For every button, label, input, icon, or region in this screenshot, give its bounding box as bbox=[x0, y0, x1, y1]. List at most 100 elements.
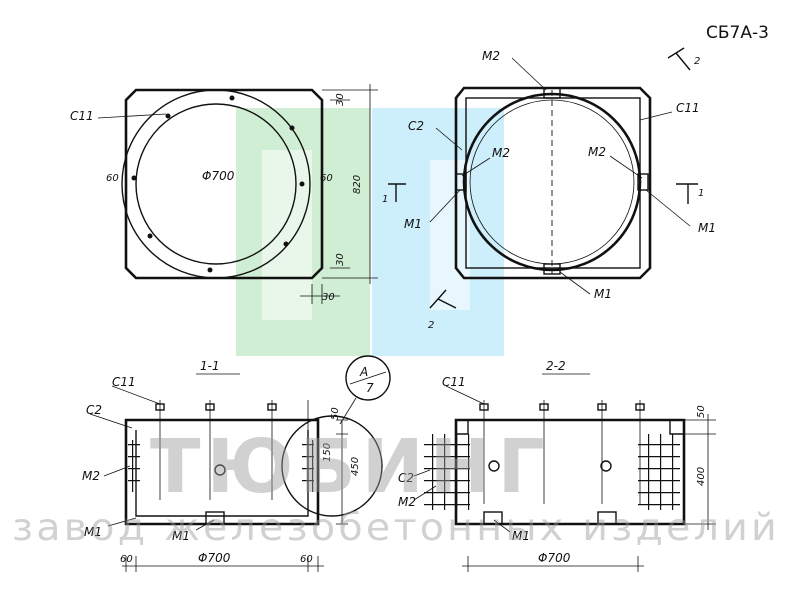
section-1-callout-bubble bbox=[345, 355, 391, 401]
section-1-c11: С11 bbox=[112, 375, 136, 389]
section-1-bolt-head bbox=[205, 403, 215, 411]
reinf-left-plate bbox=[455, 173, 467, 191]
section-2-lug bbox=[597, 511, 617, 525]
bolt-hole bbox=[289, 125, 295, 131]
plan-right-margin-dim: 30 bbox=[322, 292, 335, 303]
reinf-left-mid-leader bbox=[461, 157, 491, 177]
plan-margin-dimlines bbox=[330, 99, 350, 269]
section-1-bolt-head bbox=[267, 403, 277, 411]
section-2-m1: М1 bbox=[512, 529, 530, 543]
section-1-c11-leader bbox=[111, 385, 161, 405]
bolt-hole bbox=[283, 241, 289, 247]
plan-view: Φ700 60 60 С11 820 30 30 30 1 bbox=[70, 84, 406, 304]
plan-section-mark-num: 1 bbox=[382, 194, 388, 205]
section-2-rods bbox=[483, 400, 641, 504]
plan-size-dimline bbox=[322, 84, 378, 284]
plan-section-mark bbox=[388, 183, 406, 202]
reinf-section-mark-bottom-num: 2 bbox=[428, 320, 434, 331]
reinf-left-upper-leader bbox=[435, 127, 463, 151]
bolt-hole bbox=[207, 267, 213, 273]
plan-c11-leader bbox=[97, 113, 167, 119]
reinf-outline bbox=[454, 86, 652, 280]
section-2-dim-400: 400 bbox=[696, 467, 707, 486]
section-1-m2-leader bbox=[103, 465, 131, 477]
section-1-callout-top: А bbox=[359, 365, 368, 379]
section-2-horiz-dimline bbox=[462, 556, 644, 572]
reinf-right-mid-leader bbox=[609, 155, 643, 179]
plan-inner-circle bbox=[135, 103, 297, 265]
reinf-top-leader bbox=[511, 57, 547, 91]
bolt-hole bbox=[229, 95, 235, 101]
section-2-dim-diameter: Φ700 bbox=[538, 551, 571, 565]
section-1-dim-50: 50 bbox=[330, 407, 341, 420]
reinf-left-low-mark: М1 bbox=[404, 217, 422, 231]
reinf-right-low-mark: М1 bbox=[698, 221, 716, 235]
section-1-horiz-dimline bbox=[122, 556, 324, 572]
section-1-title: 1-1 bbox=[200, 359, 220, 373]
plan-bolt-left-dim: 60 bbox=[106, 173, 119, 184]
plan-outer-circle bbox=[121, 89, 311, 279]
section-2-title: 2-2 bbox=[546, 359, 566, 373]
section-2-c2: С2 bbox=[398, 471, 414, 485]
watermark-tagline: завод железобетонных изделий bbox=[12, 506, 780, 549]
section-1-dim-150: 150 bbox=[322, 443, 333, 462]
section-2-insert bbox=[600, 460, 612, 472]
reinf-section-mark-right-num: 1 bbox=[698, 188, 704, 199]
section-2-insert bbox=[488, 460, 500, 472]
section-1-m2: М2 bbox=[82, 469, 100, 483]
reinf-section-mark-bottom bbox=[429, 289, 457, 309]
reinf-left-low-leader bbox=[429, 189, 461, 223]
reinf-right-low-leader bbox=[645, 189, 691, 227]
section-2-m2: М2 bbox=[398, 495, 416, 509]
watermark-green-notch bbox=[262, 150, 312, 320]
reinf-section-mark-top-num: 2 bbox=[694, 56, 700, 67]
reinf-bottom-mark: М1 bbox=[594, 287, 612, 301]
reinf-top-plate bbox=[543, 87, 561, 99]
section-1-view: 1-1 А 7 С11 С2 М2 М1 М1 50 150 450 Φ700 … bbox=[82, 355, 391, 572]
section-1-detail-circle bbox=[281, 415, 383, 517]
reinf-right-mid-mark: М2 bbox=[588, 145, 606, 159]
section-1-outline bbox=[124, 418, 320, 526]
plan-c11-label: С11 bbox=[70, 109, 94, 123]
section-1-dim-diameter: Φ700 bbox=[198, 551, 231, 565]
section-1-m1-left: М1 bbox=[84, 525, 102, 539]
section-1-mesh-left bbox=[128, 440, 140, 492]
bolt-hole bbox=[165, 113, 171, 119]
section-2-vert-dimline bbox=[684, 414, 716, 530]
bolt-hole bbox=[147, 233, 153, 239]
section-1-insert bbox=[214, 464, 226, 476]
section-2-c11: С11 bbox=[442, 375, 466, 389]
plan-size-dim: 820 bbox=[352, 175, 363, 194]
section-1-callout-bottom: 7 bbox=[366, 381, 374, 395]
reinf-right-upper-mark: С11 bbox=[676, 101, 700, 115]
section-2-m2-leader bbox=[413, 485, 437, 501]
section-1-m1-left-leader bbox=[107, 517, 137, 527]
section-2-c2-leader bbox=[413, 469, 431, 477]
reinf-left-upper-mark: С2 bbox=[408, 119, 424, 133]
section-1-c2-leader bbox=[89, 413, 133, 429]
reinf-top-mark: М2 bbox=[482, 49, 500, 63]
reinf-section-mark-top bbox=[667, 47, 691, 71]
reinf-bottom-leader bbox=[559, 271, 591, 295]
section-2-mesh-left bbox=[424, 434, 470, 510]
section-2-dim-50: 50 bbox=[696, 405, 707, 418]
reinf-left-mid-mark: М2 bbox=[492, 146, 510, 160]
section-1-dim-right: 60 bbox=[300, 554, 313, 565]
section-1-dim-450: 450 bbox=[350, 457, 361, 476]
plan-bolt-right-dim: 60 bbox=[320, 173, 333, 184]
section-2-view: 2-2 С11 С2 М2 М1 50 400 Φ700 bbox=[398, 359, 716, 572]
section-1-m1-mid-leader bbox=[195, 519, 215, 531]
plan-top-margin-dim: 30 bbox=[335, 93, 346, 106]
section-2-m1-leader bbox=[493, 519, 511, 533]
watermark-company: ТЮБИНГ bbox=[150, 424, 551, 510]
reinf-right-plate bbox=[637, 173, 649, 191]
bolt-hole bbox=[299, 181, 305, 187]
section-2-bolt-head bbox=[597, 403, 607, 411]
plan-right-margin-dimline bbox=[300, 284, 340, 304]
section-1-callout-divider bbox=[349, 371, 387, 385]
plan-bottom-margin-dim: 30 bbox=[335, 253, 346, 266]
bolt-hole bbox=[131, 175, 137, 181]
section-1-rods bbox=[159, 400, 309, 500]
section-1-dim-left: 60 bbox=[120, 554, 133, 565]
